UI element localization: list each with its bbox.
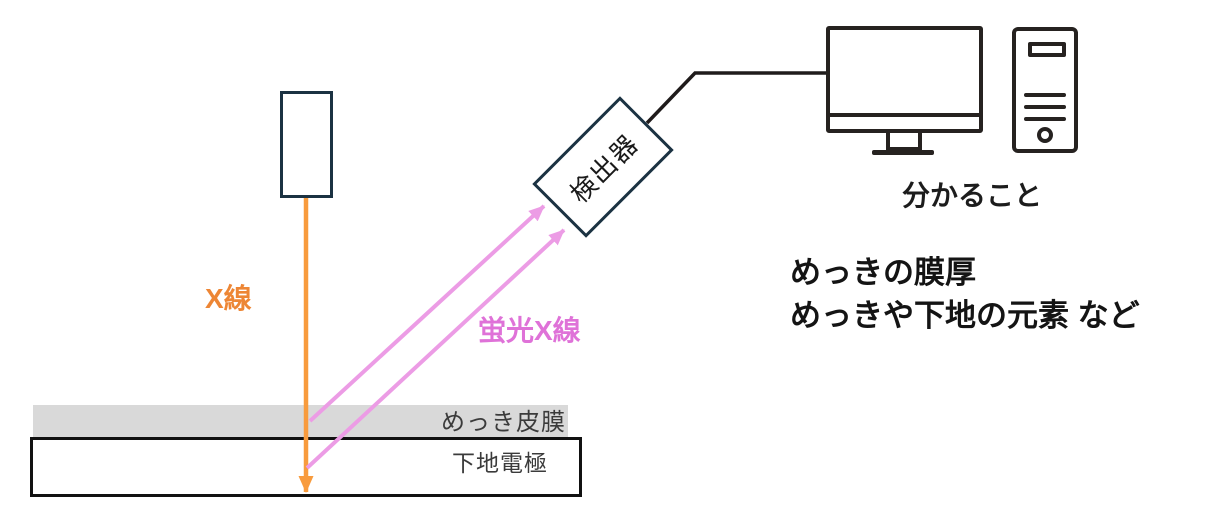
monitor-stand-base xyxy=(872,150,934,155)
monitor-bezel-line xyxy=(830,113,979,117)
results-line-2: めっきや下地の元素 など xyxy=(790,298,1140,333)
pc-vent-line xyxy=(1024,105,1066,109)
pc-power-button xyxy=(1037,127,1053,143)
results-text: めっきの膜厚 めっきや下地の元素 など xyxy=(790,251,1140,337)
base-electrode-label: 下地電極 xyxy=(452,450,548,476)
results-title: 分かること xyxy=(902,180,1043,211)
plating-film-layer xyxy=(33,405,568,438)
detector-cable-line xyxy=(645,71,826,125)
pc-vent-line xyxy=(1024,117,1066,121)
monitor-icon xyxy=(826,26,983,133)
monitor-stand-post xyxy=(886,130,922,151)
fluorescent-xray-label: 蛍光X線 xyxy=(478,315,581,346)
xray-source-tube xyxy=(280,91,333,198)
results-line-1: めっきの膜厚 xyxy=(790,255,976,290)
xray-beam-label: X線 xyxy=(205,283,252,314)
fluorescent-xray-arrow-2 xyxy=(305,228,566,470)
plating-film-label: めっき皮膜 xyxy=(441,409,566,436)
pc-tower-icon xyxy=(1012,27,1078,153)
pc-drive-slot xyxy=(1028,42,1066,57)
pc-vent-line xyxy=(1024,93,1066,97)
fluorescent-xray-arrow-1 xyxy=(308,204,546,423)
